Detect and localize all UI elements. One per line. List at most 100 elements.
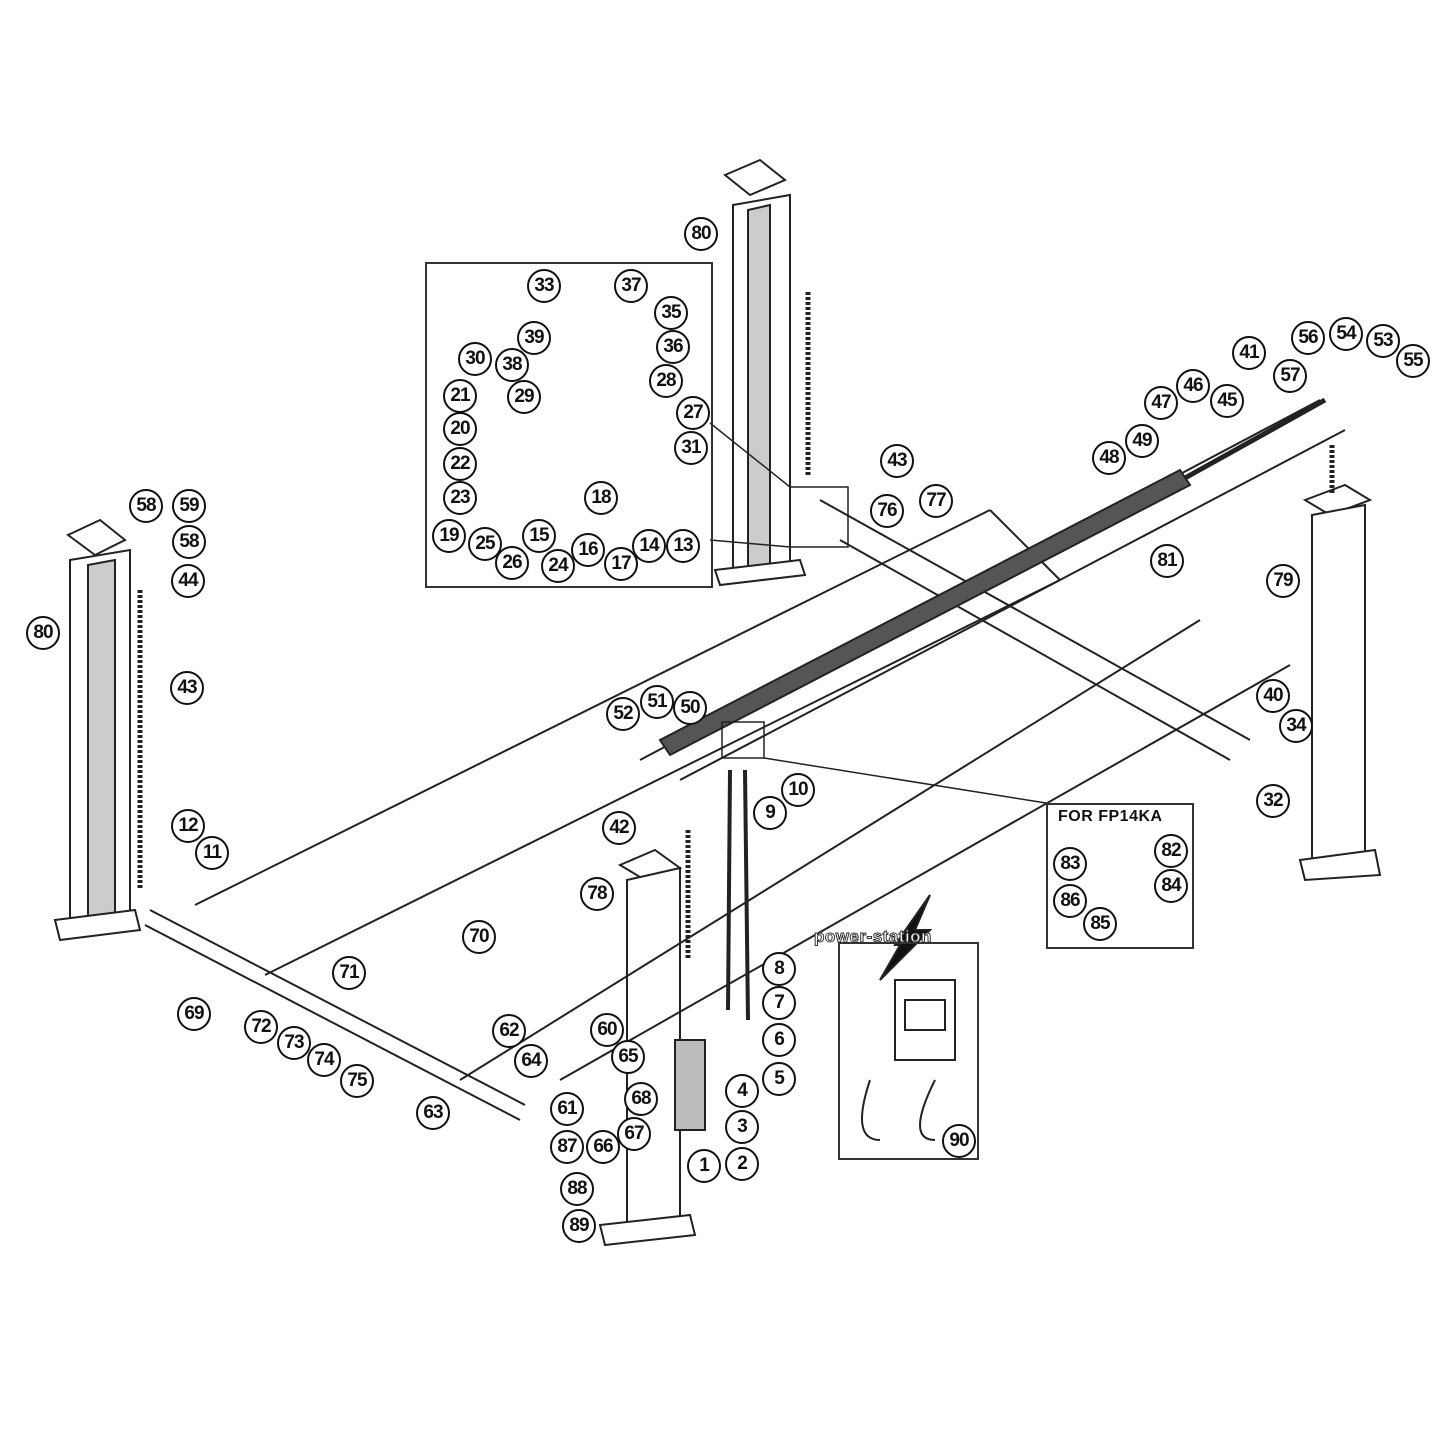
part-callout-54: 54 <box>1329 317 1363 351</box>
part-callout-29: 29 <box>507 380 541 414</box>
part-callout-68: 68 <box>624 1082 658 1116</box>
part-callout-31: 31 <box>674 431 708 465</box>
part-callout-80: 80 <box>26 616 60 650</box>
part-callout-38: 38 <box>495 348 529 382</box>
fp14ka-inset-box <box>1046 803 1194 949</box>
part-callout-52: 52 <box>606 697 640 731</box>
power-station-graphic <box>861 894 956 1141</box>
pump <box>674 1039 706 1131</box>
part-callout-14: 14 <box>632 529 666 563</box>
part-callout-49: 49 <box>1125 424 1159 458</box>
part-callout-77: 77 <box>919 484 953 518</box>
part-callout-21: 21 <box>443 379 477 413</box>
part-callout-69: 69 <box>177 997 211 1031</box>
part-callout-9: 9 <box>753 796 787 830</box>
part-callout-28: 28 <box>649 364 683 398</box>
part-callout-66: 66 <box>586 1130 620 1164</box>
part-callout-58: 58 <box>129 489 163 523</box>
part-callout-65: 65 <box>611 1040 645 1074</box>
cylinder <box>658 397 1327 757</box>
part-callout-45: 45 <box>1210 384 1244 418</box>
part-callout-44: 44 <box>171 564 205 598</box>
power-station-box <box>838 942 979 1160</box>
part-callout-79: 79 <box>1266 564 1300 598</box>
part-callout-24: 24 <box>541 549 575 583</box>
part-callout-56: 56 <box>1291 321 1325 355</box>
part-callout-8: 8 <box>762 952 796 986</box>
part-callout-30: 30 <box>458 342 492 376</box>
part-callout-64: 64 <box>514 1044 548 1078</box>
part-callout-23: 23 <box>443 481 477 515</box>
part-callout-84: 84 <box>1154 869 1188 903</box>
part-callout-57: 57 <box>1273 359 1307 393</box>
part-callout-71: 71 <box>332 956 366 990</box>
part-callout-3: 3 <box>725 1110 759 1144</box>
part-callout-76: 76 <box>870 494 904 528</box>
part-callout-33: 33 <box>527 269 561 303</box>
part-callout-70: 70 <box>462 920 496 954</box>
part-callout-26: 26 <box>495 546 529 580</box>
part-callout-48: 48 <box>1092 441 1126 475</box>
part-callout-34: 34 <box>1279 709 1313 743</box>
part-callout-60: 60 <box>590 1013 624 1047</box>
part-callout-7: 7 <box>762 986 796 1020</box>
part-callout-37: 37 <box>614 269 648 303</box>
left-post <box>53 518 142 942</box>
part-callout-2: 2 <box>725 1147 759 1181</box>
cables <box>726 769 750 1021</box>
part-callout-61: 61 <box>550 1092 584 1126</box>
part-callout-15: 15 <box>522 519 556 553</box>
part-callout-62: 62 <box>492 1014 526 1048</box>
part-callout-27: 27 <box>676 396 710 430</box>
part-callout-67: 67 <box>617 1117 651 1151</box>
fp14ka-inset-title: FOR FP14KA <box>1058 808 1163 825</box>
part-callout-17: 17 <box>604 547 638 581</box>
part-callout-55: 55 <box>1396 344 1430 378</box>
part-callout-85: 85 <box>1083 907 1117 941</box>
part-callout-63: 63 <box>416 1096 450 1130</box>
part-callout-42: 42 <box>602 811 636 845</box>
part-callout-89: 89 <box>562 1209 596 1243</box>
part-callout-83: 83 <box>1053 847 1087 881</box>
part-callout-51: 51 <box>640 685 674 719</box>
part-callout-86: 86 <box>1053 884 1087 918</box>
part-callout-1: 1 <box>687 1149 721 1183</box>
part-callout-41: 41 <box>1232 336 1266 370</box>
part-callout-78: 78 <box>580 877 614 911</box>
part-callout-75: 75 <box>340 1064 374 1098</box>
part-callout-11: 11 <box>195 836 229 870</box>
part-callout-43: 43 <box>170 671 204 705</box>
part-callout-59: 59 <box>172 489 206 523</box>
part-callout-81: 81 <box>1150 544 1184 578</box>
part-callout-80: 80 <box>684 217 718 251</box>
part-callout-6: 6 <box>762 1023 796 1057</box>
part-callout-19: 19 <box>432 519 466 553</box>
power-station-logo: power-station <box>814 927 932 947</box>
right-post <box>1298 483 1382 882</box>
part-callout-22: 22 <box>443 447 477 481</box>
part-callout-58: 58 <box>172 525 206 559</box>
part-callout-12: 12 <box>171 809 205 843</box>
part-callout-20: 20 <box>443 412 477 446</box>
part-callout-36: 36 <box>656 330 690 364</box>
part-callout-18: 18 <box>584 481 618 515</box>
part-callout-10: 10 <box>781 773 815 807</box>
part-callout-4: 4 <box>725 1074 759 1108</box>
part-callout-43: 43 <box>880 444 914 478</box>
part-callout-35: 35 <box>654 296 688 330</box>
part-callout-82: 82 <box>1154 834 1188 868</box>
part-callout-90: 90 <box>942 1124 976 1158</box>
chains <box>137 292 1335 960</box>
detail-inset-box <box>425 262 713 588</box>
part-callout-16: 16 <box>571 533 605 567</box>
part-callout-53: 53 <box>1366 324 1400 358</box>
part-callout-46: 46 <box>1176 369 1210 403</box>
part-callout-87: 87 <box>550 1130 584 1164</box>
part-callout-32: 32 <box>1256 784 1290 818</box>
part-callout-47: 47 <box>1144 386 1178 420</box>
part-callout-73: 73 <box>277 1026 311 1060</box>
back-post <box>713 158 807 587</box>
part-callout-88: 88 <box>560 1172 594 1206</box>
part-callout-39: 39 <box>517 321 551 355</box>
